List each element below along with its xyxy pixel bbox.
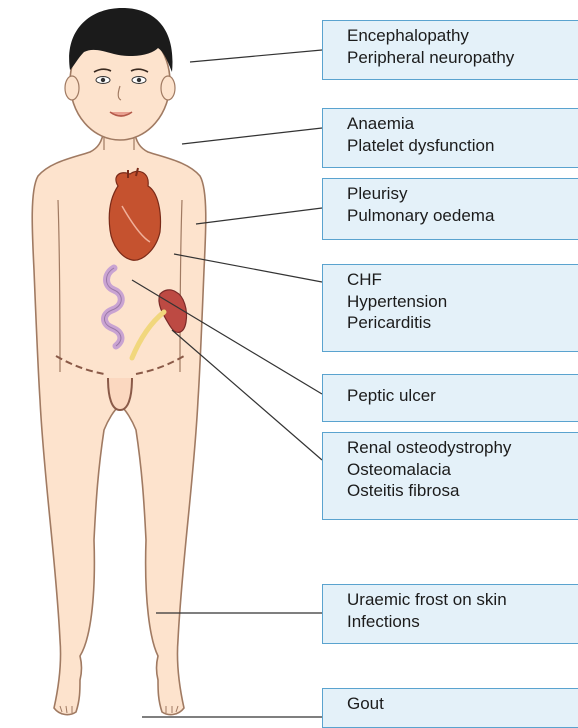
leader-line-blood	[182, 128, 322, 144]
label-line: Gout	[347, 693, 578, 715]
label-box-bone: Renal osteodystrophy Osteomalacia Osteit…	[322, 432, 578, 520]
label-box-joints: Gout	[322, 688, 578, 728]
label-line: Pulmonary oedema	[347, 205, 578, 227]
label-line: Uraemic frost on skin	[347, 589, 578, 611]
label-line: Pericarditis	[347, 312, 578, 334]
label-line: Osteomalacia	[347, 459, 578, 481]
label-box-gut: Peptic ulcer	[322, 374, 578, 422]
leader-line-nervous	[190, 50, 322, 62]
label-line: Peripheral neuropathy	[347, 47, 578, 69]
label-line: Pleurisy	[347, 183, 578, 205]
label-line: Peptic ulcer	[347, 385, 578, 407]
right-ear	[161, 76, 175, 100]
label-line: Anaemia	[347, 113, 578, 135]
label-line: Osteitis fibrosa	[347, 480, 578, 502]
left-ear	[65, 76, 79, 100]
label-line: CHF	[347, 269, 578, 291]
label-line: Infections	[347, 611, 578, 633]
label-line: Platelet dysfunction	[347, 135, 578, 157]
label-line: Renal osteodystrophy	[347, 437, 578, 459]
label-box-heart: CHF Hypertension Pericarditis	[322, 264, 578, 352]
brief-front	[108, 378, 132, 410]
label-box-lungs: Pleurisy Pulmonary oedema	[322, 178, 578, 240]
label-box-nervous: Encephalopathy Peripheral neuropathy	[322, 20, 578, 80]
label-line: Encephalopathy	[347, 25, 578, 47]
label-box-skin: Uraemic frost on skin Infections	[322, 584, 578, 644]
label-line: Hypertension	[347, 291, 578, 313]
leader-line-lungs	[196, 208, 322, 224]
label-box-blood: Anaemia Platelet dysfunction	[322, 108, 578, 168]
